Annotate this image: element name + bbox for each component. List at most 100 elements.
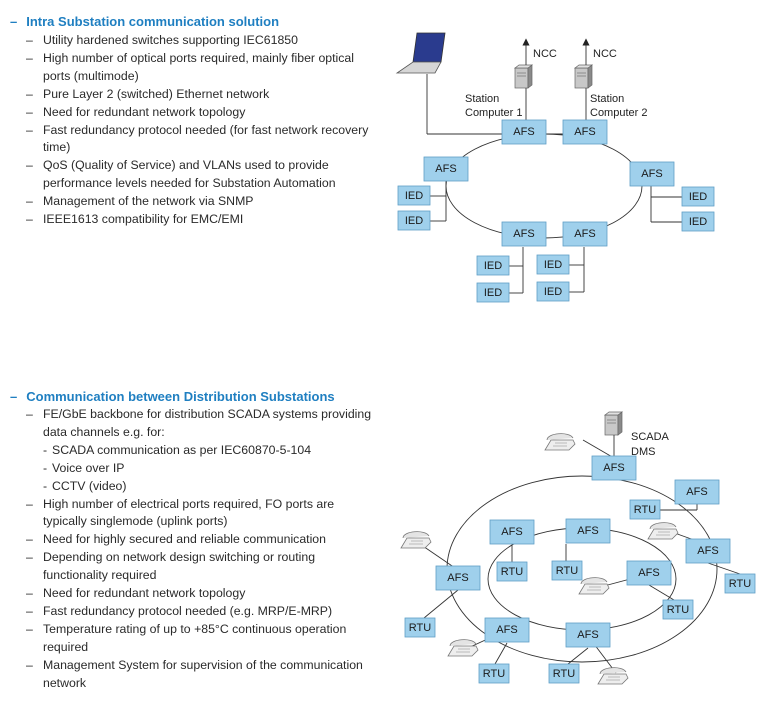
svg-text:RTU: RTU — [729, 578, 751, 590]
afs-switch: AFS — [674, 479, 720, 505]
section1-bullet: –QoS (Quality of Service) and VLANs used… — [26, 158, 336, 191]
afs-switch: AFS — [489, 519, 535, 545]
svg-text:RTU: RTU — [409, 622, 431, 634]
rtu-device: RTU — [629, 499, 661, 520]
afs-switch: AFS — [685, 538, 731, 564]
station-computer-label: Station — [590, 93, 624, 105]
server-icon — [604, 411, 623, 436]
ncc-label: NCC — [593, 48, 617, 60]
svg-text:IED: IED — [484, 260, 502, 272]
section1-bullet: –Utility hardened switches supporting IE… — [26, 33, 298, 47]
svg-text:RTU: RTU — [634, 504, 656, 516]
section2-bullet: –FE/GbE backbone for distribution SCADA … — [26, 407, 372, 439]
section1-bullet: –Need for redundant network topology — [26, 104, 246, 119]
svg-text:IED: IED — [544, 286, 562, 298]
svg-text:AFS: AFS — [577, 629, 598, 641]
phone-icon — [647, 522, 679, 540]
afs-switch: AFS — [629, 161, 675, 187]
svg-text:RTU: RTU — [556, 565, 578, 577]
section2-bullet: –Fast redundancy protocol needed (e.g. M… — [26, 603, 333, 618]
rtu-device: RTU — [662, 599, 694, 620]
section1-title: –Intra Substation communication solution — [10, 14, 279, 29]
ied-device: IED — [681, 211, 715, 232]
svg-text:AFS: AFS — [513, 228, 534, 240]
ied-device: IED — [536, 254, 570, 275]
rtu-device: RTU — [724, 573, 756, 594]
distribution-diagram: SCADA DMS AFS AFS AFS AFS AFS AFS AFS — [400, 411, 756, 685]
section2-title: –Communication between Distribution Subs… — [10, 389, 335, 404]
phone-icon — [544, 433, 576, 451]
intra-substation-diagram: NCC NCC Station Computer 1 Station Compu… — [395, 32, 715, 303]
afs-switch: AFS — [591, 455, 637, 481]
afs-switch: AFS — [501, 119, 547, 145]
section1-bullet: –Pure Layer 2 (switched) Ethernet networ… — [26, 86, 270, 101]
afs-switch: AFS — [435, 565, 481, 591]
station-computer-label: Station — [465, 93, 499, 105]
station-computer-label: Computer 2 — [590, 107, 647, 119]
section1-dash: – — [10, 14, 18, 29]
section2-bullet: –High number of electrical ports require… — [26, 496, 335, 529]
rtu-device: RTU — [548, 663, 580, 684]
section2-dash: – — [10, 389, 18, 404]
section2-bullet: –Temperature rating of up to +85°C conti… — [26, 621, 347, 654]
section1-bullets: –Utility hardened switches supporting IE… — [26, 32, 376, 229]
scada-label: SCADA — [631, 431, 670, 443]
svg-text:IED: IED — [405, 215, 423, 227]
section2-bullet: –Need for highly secured and reliable co… — [26, 532, 326, 547]
svg-text:AFS: AFS — [513, 126, 534, 138]
section1-bullet: –IEEE1613 compatibility for EMC/EMI — [26, 212, 244, 227]
rtu-device: RTU — [496, 561, 528, 582]
section2-title-text: Communication between Distribution Subst… — [26, 389, 335, 404]
station-computer-label: Computer 1 — [465, 107, 522, 119]
ied-device: IED — [476, 255, 510, 276]
server-icon — [514, 64, 533, 89]
phone-icon — [597, 667, 629, 685]
phone-icon — [578, 577, 610, 595]
svg-text:RTU: RTU — [501, 566, 523, 578]
svg-text:AFS: AFS — [574, 126, 595, 138]
scada-label: DMS — [631, 446, 655, 458]
ncc-label: NCC — [533, 48, 557, 60]
svg-text:AFS: AFS — [496, 624, 517, 636]
svg-text:AFS: AFS — [577, 525, 598, 537]
section1-title-text: Intra Substation communication solution — [26, 14, 280, 29]
section1-bullet: –Management of the network via SNMP — [26, 194, 254, 209]
section1-bullet: –High number of optical ports required, … — [26, 50, 354, 83]
laptop-icon — [395, 32, 446, 74]
ied-device: IED — [476, 282, 510, 303]
section1-bullet: –Fast redundancy protocol needed (for fa… — [26, 122, 369, 155]
ied-device: IED — [681, 186, 715, 207]
section2-bullet: –Depending on network design switching o… — [26, 550, 316, 583]
svg-text:IED: IED — [405, 190, 423, 202]
rtu-device: RTU — [478, 663, 510, 684]
svg-text:RTU: RTU — [667, 604, 689, 616]
svg-text:IED: IED — [544, 259, 562, 271]
ied-device: IED — [536, 281, 570, 302]
afs-switch: AFS — [484, 617, 530, 643]
svg-text:IED: IED — [689, 191, 707, 203]
svg-text:AFS: AFS — [697, 545, 718, 557]
section2-sub-bullet: -SCADA communication as per IEC60870-5-1… — [43, 442, 312, 457]
ied-device: IED — [397, 185, 431, 206]
section2-sub-bullet: -Voice over IP — [43, 460, 125, 475]
svg-text:AFS: AFS — [603, 462, 624, 474]
section2-bullet: –Management System for supervision of th… — [26, 657, 363, 690]
ied-device: IED — [397, 210, 431, 231]
svg-text:AFS: AFS — [501, 526, 522, 538]
svg-text:AFS: AFS — [574, 228, 595, 240]
svg-text:RTU: RTU — [553, 668, 575, 680]
afs-switch: AFS — [423, 156, 469, 182]
phone-icon — [400, 531, 432, 549]
svg-text:AFS: AFS — [686, 486, 707, 498]
section2-bullets: –FE/GbE backbone for distribution SCADA … — [26, 406, 376, 693]
afs-switch: AFS — [565, 518, 611, 544]
svg-text:AFS: AFS — [447, 572, 468, 584]
afs-switch: AFS — [501, 221, 547, 247]
svg-text:IED: IED — [484, 287, 502, 299]
svg-text:AFS: AFS — [641, 168, 662, 180]
afs-switch: AFS — [565, 622, 611, 648]
svg-text:RTU: RTU — [483, 668, 505, 680]
server-icon — [574, 64, 593, 89]
section2-bullet: –Need for redundant network topology — [26, 586, 246, 601]
